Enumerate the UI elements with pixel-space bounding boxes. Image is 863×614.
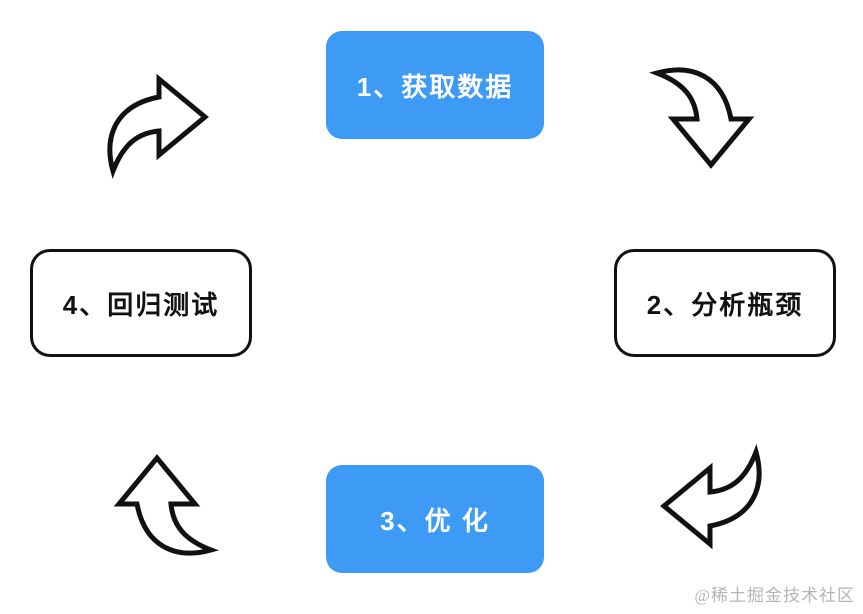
step-label-3: 3、优 化: [380, 505, 490, 536]
curved-arrow-up-left-icon: [99, 444, 219, 564]
curved-arrow-down-right-icon: [649, 59, 769, 179]
step-label-1: 1、获取数据: [356, 71, 514, 102]
step-box-2-analyze-bottleneck: 2、分析瓶颈: [614, 249, 836, 357]
watermark-text: @稀土掘金技术社区: [694, 586, 855, 605]
step-box-3-optimize: 3、优 化: [326, 465, 544, 573]
step-box-1-get-data: 1、获取数据: [326, 31, 544, 139]
step-label-2: 2、分析瓶颈: [646, 289, 804, 320]
curved-arrow-up-right-icon: [99, 59, 219, 179]
step-box-4-regression-test: 4、回归测试: [30, 249, 252, 357]
curved-arrow-down-left-icon: [650, 444, 770, 564]
step-label-4: 4、回归测试: [62, 289, 220, 320]
